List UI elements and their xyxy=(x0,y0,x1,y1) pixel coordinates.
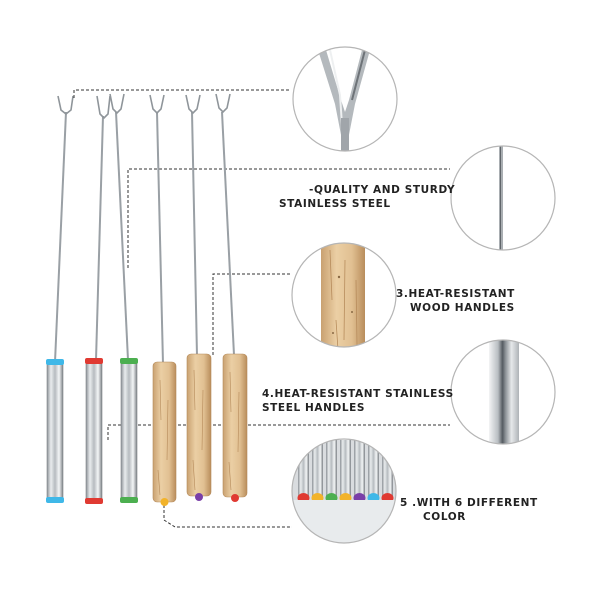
callout-six-colors: 5 .WITH 6 DIFFERENT COLOR xyxy=(400,496,538,524)
detail-circle-steel-handle xyxy=(450,339,556,445)
fork-steel-green xyxy=(109,93,138,503)
callout-quality-steel: -QUALITY AND STURDY STAINLESS STEEL xyxy=(279,183,456,211)
callout-steel-line2: STEEL HANDLES xyxy=(262,402,366,414)
detail-circle-tines xyxy=(292,46,398,152)
callout-quality-line1: -QUALITY AND STURDY xyxy=(309,184,456,196)
fondue-forks xyxy=(46,93,248,506)
cap-rod xyxy=(382,440,393,498)
cap-rod xyxy=(326,440,337,498)
leader-lines xyxy=(73,89,450,528)
fork-steel-red xyxy=(85,95,111,504)
callout-steel-line1: 4.HEAT-RESISTANT STAINLESS xyxy=(262,388,454,400)
leader-line-steel xyxy=(107,424,450,440)
cap-rod xyxy=(340,440,351,498)
leader-line-tines xyxy=(73,89,291,98)
fork-wood-yellow xyxy=(149,94,177,506)
leader-line-wood xyxy=(212,273,291,355)
callout-wood-line1: 3.HEAT-RESISTANT xyxy=(396,288,515,300)
fork-steel-blue xyxy=(46,95,74,503)
fork-wood-purple xyxy=(185,94,212,501)
callout-colors-line2: COLOR xyxy=(423,511,466,523)
callout-quality-line2: STAINLESS STEEL xyxy=(279,198,391,210)
cap-rod xyxy=(312,440,323,498)
callout-steel-handles: 4.HEAT-RESISTANT STAINLESS STEEL HANDLES xyxy=(262,387,454,415)
cap-rod xyxy=(354,440,365,498)
detail-circle-steel-rod xyxy=(450,145,556,251)
callout-wood-handles: 3.HEAT-RESISTANT WOOD HANDLES xyxy=(396,287,515,315)
cap-rod xyxy=(368,440,379,498)
detail-circle-wood-handle xyxy=(291,242,397,348)
detail-circle-color-caps xyxy=(291,438,397,544)
leader-line-quality xyxy=(127,168,450,268)
fork-wood-red xyxy=(215,93,248,502)
cap-rod xyxy=(298,440,309,498)
callout-wood-line2: WOOD HANDLES xyxy=(410,302,515,314)
callout-colors-line1: 5 .WITH 6 DIFFERENT xyxy=(400,497,538,509)
leader-line-colors xyxy=(163,505,292,528)
